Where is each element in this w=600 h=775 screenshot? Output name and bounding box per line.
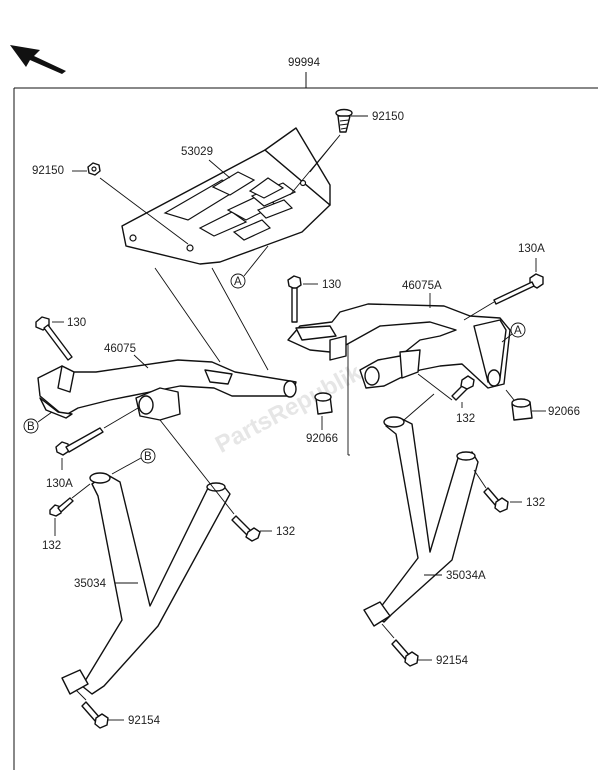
label-46075a: 46075A [402, 280, 442, 292]
ref-marker-a-top-text: A [234, 276, 242, 288]
label-132-right-upper: 132 [456, 413, 475, 425]
label-132-mid: 132 [276, 526, 295, 538]
nut-92150-left [87, 162, 101, 176]
ref-marker-b-left-text: B [27, 421, 35, 433]
label-92154-left: 92154 [128, 715, 161, 727]
label-132-left: 132 [42, 540, 61, 552]
label-46075: 46075 [104, 343, 136, 355]
label-130a-right: 130A [518, 243, 545, 255]
ref-marker-a-right [510, 322, 526, 338]
label-92150-left: 92150 [32, 165, 64, 177]
assembly-frame [13, 72, 598, 770]
label-53029: 53029 [181, 146, 213, 158]
grommet-92066-mid [314, 392, 333, 415]
ref-marker-b-mid-text: B [144, 451, 152, 463]
label-130-left: 130 [67, 317, 86, 329]
label-35034: 35034 [74, 578, 107, 590]
grommet-92066-right [511, 398, 533, 421]
bolt-132-left [49, 497, 74, 517]
bracket-46075a [287, 303, 511, 389]
label-92154-right: 92154 [436, 655, 469, 667]
ref-marker-a-top [230, 273, 246, 289]
ref-marker-b-left [23, 418, 39, 434]
bolt-130a-right [493, 273, 544, 305]
bolt-130a-left [55, 427, 104, 456]
label-92066-right: 92066 [548, 406, 580, 418]
label-92150-top: 92150 [372, 111, 404, 123]
ref-marker-b-mid [140, 448, 156, 464]
assembly-number: 99994 [288, 57, 321, 69]
bolt-132-right-upper [451, 375, 475, 401]
bolt-130-mid [287, 275, 302, 323]
bolt-92154-right [391, 639, 419, 667]
bolt-132-mid [231, 515, 261, 542]
carrier-plate-53029 [121, 127, 331, 265]
label-35034a: 35034A [446, 570, 486, 582]
bolt-132-right-lower [483, 487, 509, 513]
label-130a-left: 130A [46, 478, 73, 490]
direction-arrow-icon [10, 45, 66, 74]
label-130-mid: 130 [322, 279, 341, 291]
bolt-130-left [35, 316, 73, 361]
label-132-right-lower: 132 [526, 497, 545, 509]
stay-35034a [363, 416, 479, 627]
bolt-92150-top [335, 108, 353, 133]
ref-marker-a-right-text: A [514, 325, 522, 337]
bolt-92154-left [81, 701, 109, 729]
label-92066-mid: 92066 [306, 433, 338, 445]
bracket-46075 [37, 359, 297, 421]
